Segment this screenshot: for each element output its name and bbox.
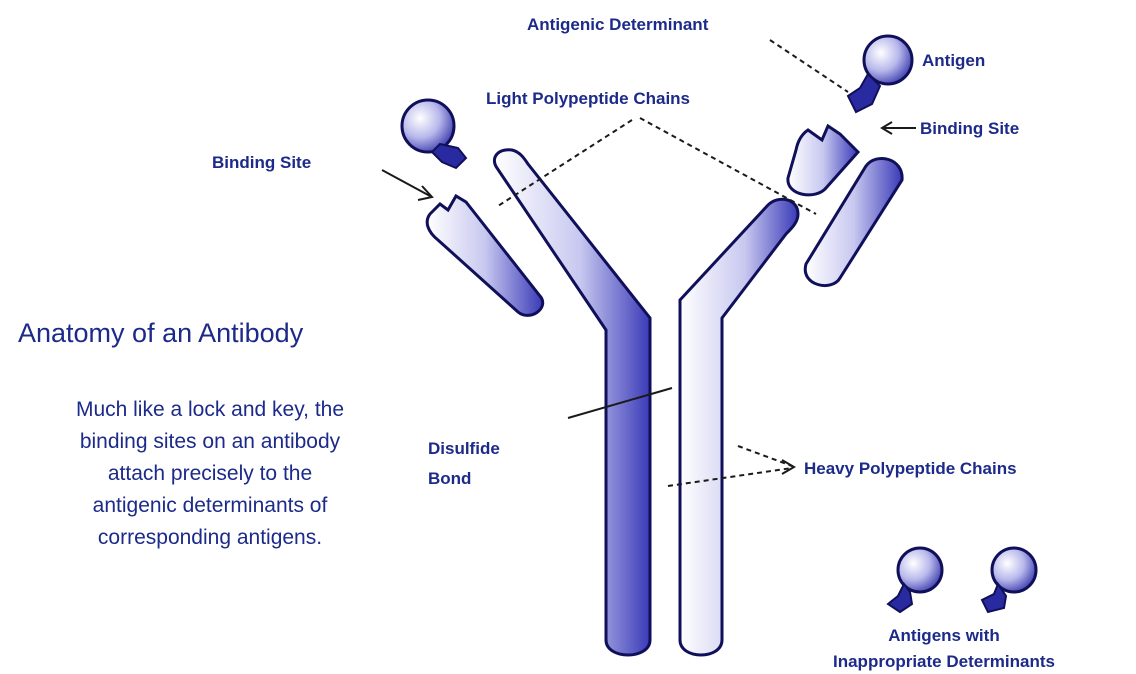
label-inappropriate-line1: Antigens with	[888, 626, 999, 645]
heavy-chain-left	[494, 150, 650, 655]
label-disulfide-line2: Bond	[428, 469, 471, 488]
antigen-inappropriate-1	[888, 548, 942, 612]
antigen-top-left	[402, 100, 466, 168]
label-light-chains: Light Polypeptide Chains	[486, 89, 690, 108]
description-line: attach precisely to the	[108, 462, 312, 485]
description-line: binding sites on an antibody	[80, 430, 341, 453]
antigen-top-right	[848, 36, 912, 112]
label-binding-site-left: Binding Site	[212, 153, 311, 172]
binding-site-right-fragment	[788, 126, 858, 195]
description-line: corresponding antigens.	[98, 526, 322, 549]
description-line: antigenic determinants of	[93, 494, 328, 517]
diagram-title: Anatomy of an Antibody	[18, 318, 304, 348]
leader-heavy-chains-upper	[738, 446, 792, 466]
description: Much like a lock and key, the binding si…	[76, 398, 344, 549]
light-chain-left	[427, 196, 543, 315]
label-inappropriate-line2: Inappropriate Determinants	[833, 652, 1055, 671]
label-binding-site-right: Binding Site	[920, 119, 1019, 138]
arrow-heavy-chains	[782, 460, 794, 474]
label-heavy-chains: Heavy Polypeptide Chains	[804, 459, 1017, 478]
description-line: Much like a lock and key, the	[76, 398, 344, 421]
leader-binding-site-left	[382, 170, 430, 196]
antigen-inappropriate-2	[982, 548, 1036, 612]
label-antigen: Antigen	[922, 51, 985, 70]
leader-antigenic-determinant	[770, 40, 848, 92]
label-antigenic-determinant: Antigenic Determinant	[527, 15, 709, 34]
heavy-chain-right	[680, 199, 798, 655]
label-disulfide-line1: Disulfide	[428, 439, 500, 458]
